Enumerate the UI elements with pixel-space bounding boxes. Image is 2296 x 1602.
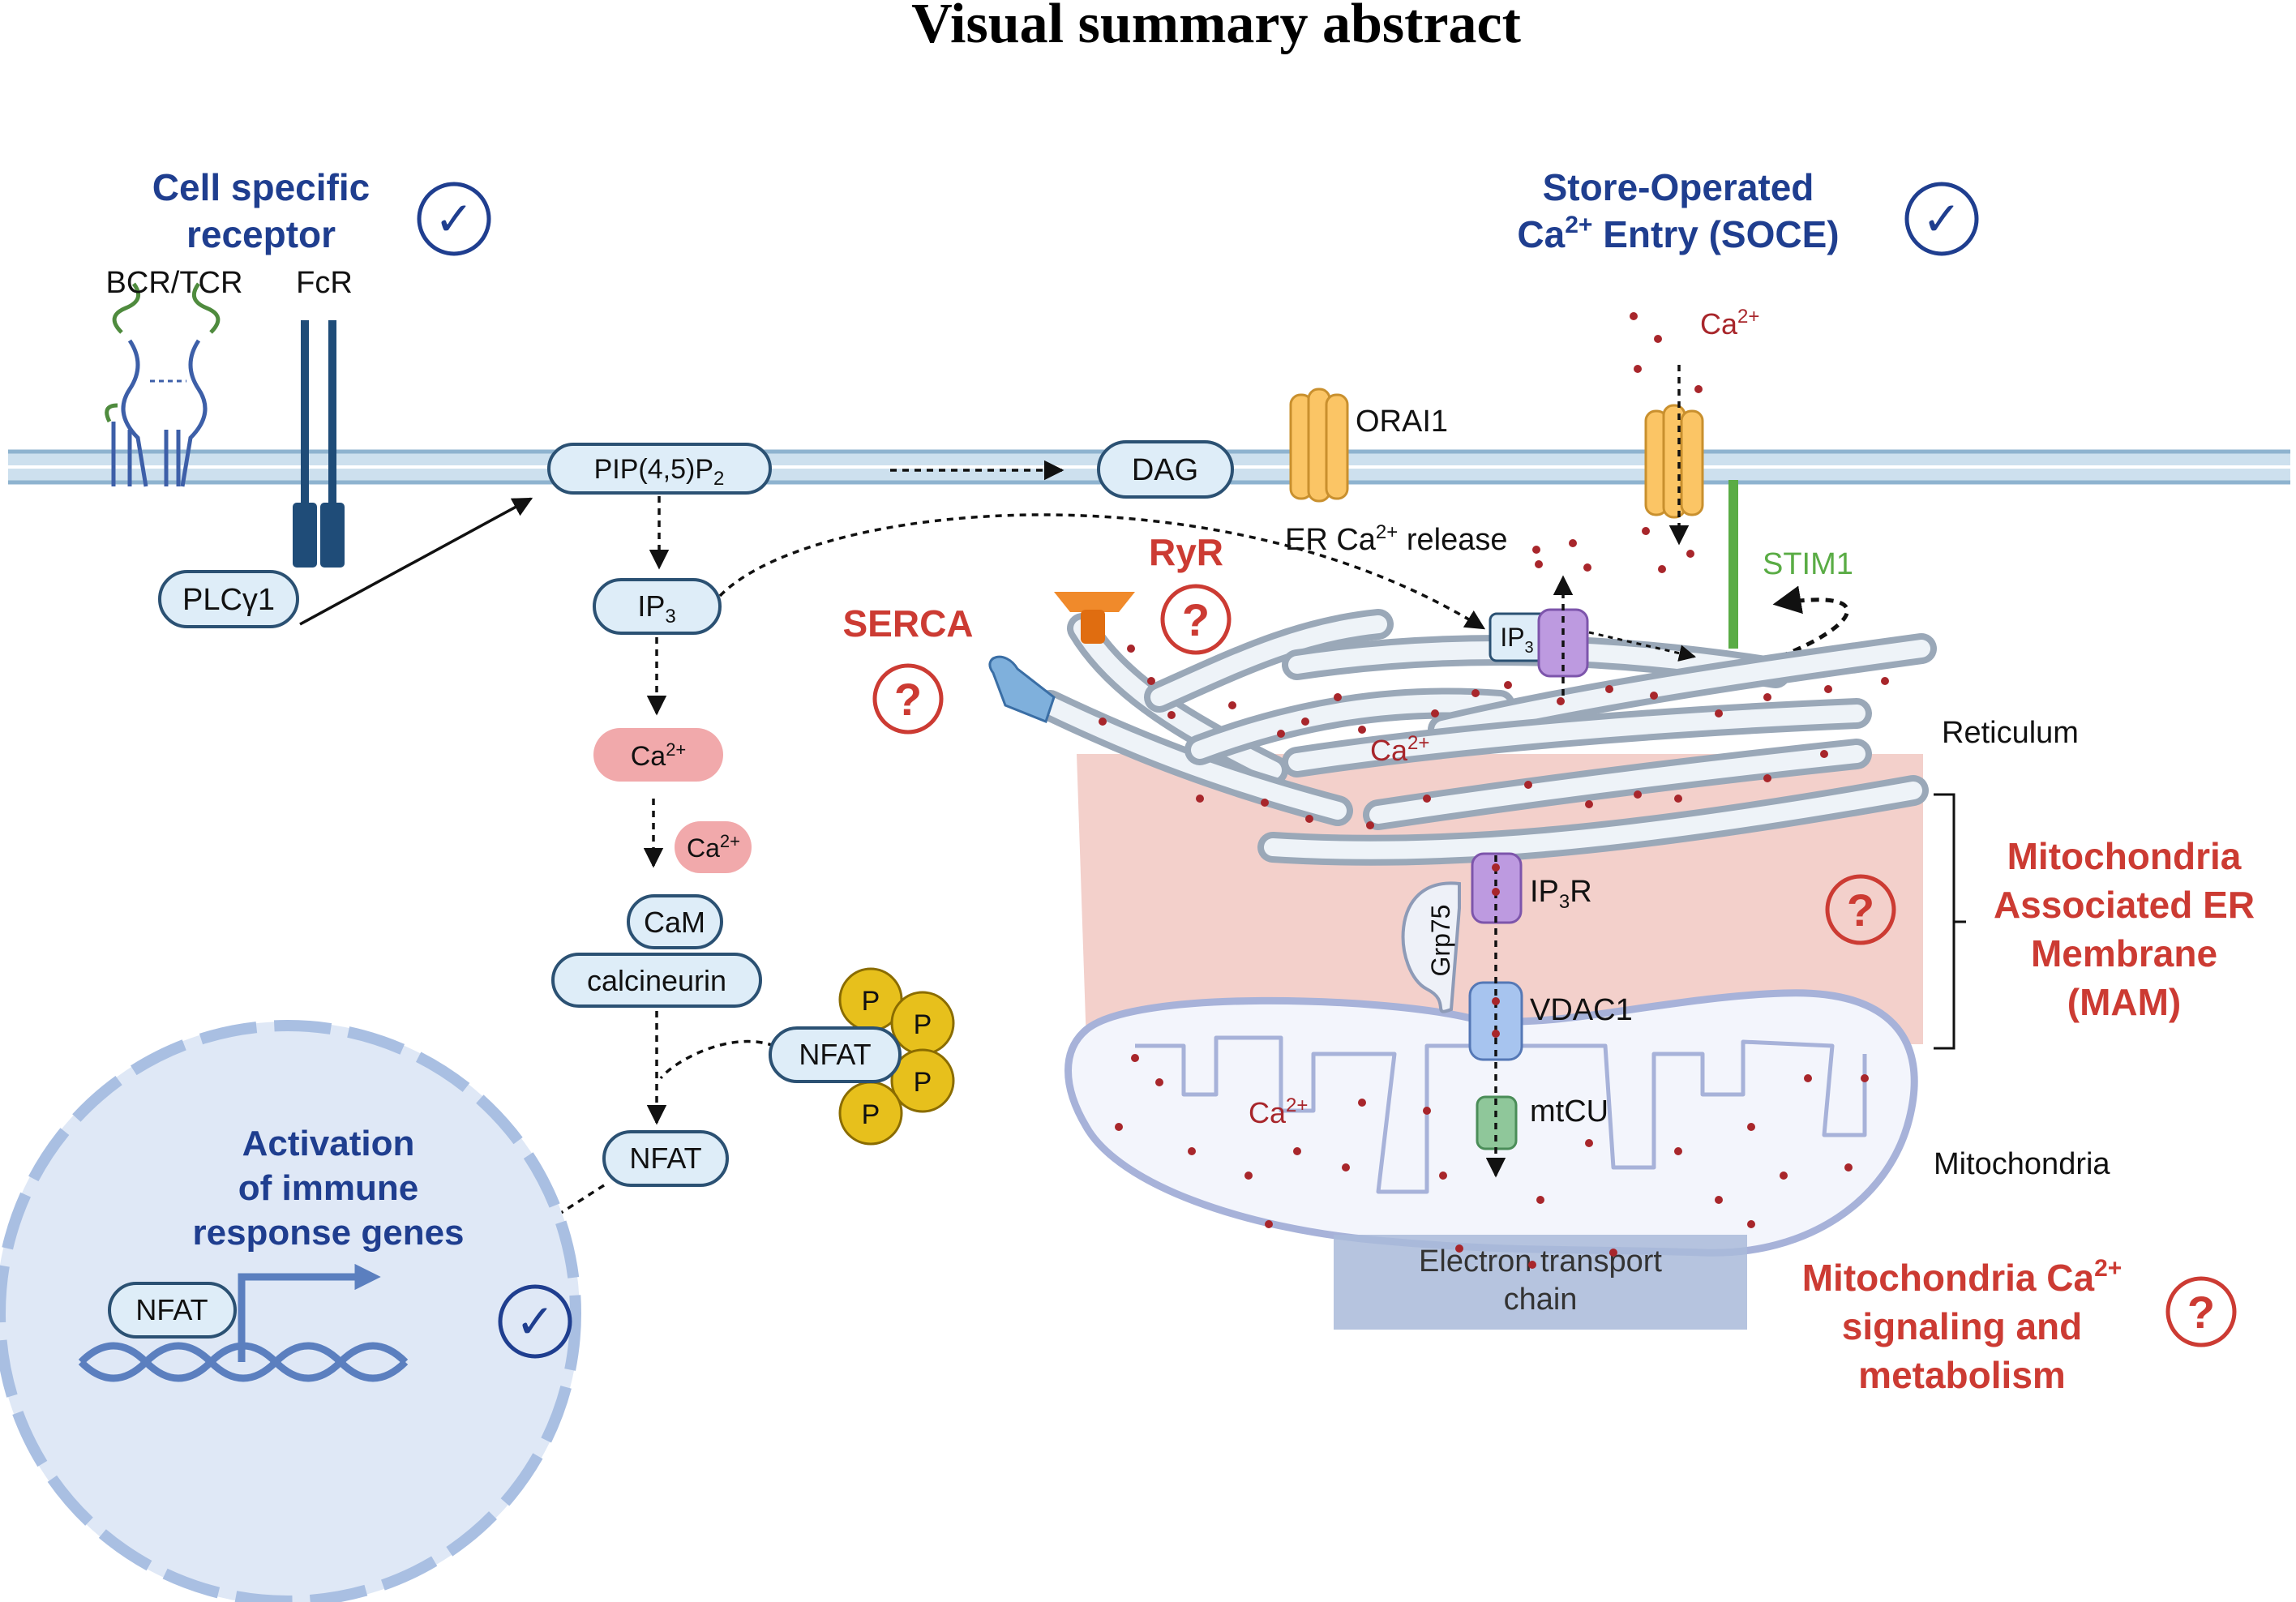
plcg1-node	[158, 570, 299, 628]
etc-label-line2: chain	[1504, 1283, 1578, 1317]
mito-heading-line1: Mitochondria Ca2+	[1802, 1255, 2123, 1299]
nfat-active-node	[602, 1130, 729, 1187]
electron-transport-chain-box	[1334, 1235, 1747, 1330]
orai1-channel-icon	[1289, 388, 1349, 503]
phospho-groups: P P P P	[838, 967, 955, 1146]
er-ip3-label: IP3	[1500, 623, 1533, 657]
ip3-node	[593, 578, 722, 635]
mtcu-label: mtCU	[1530, 1094, 1608, 1129]
cytosolic-ca-label: Ca2+	[631, 739, 687, 772]
mito-question-icon: ?	[2165, 1276, 2237, 1347]
mam-bracket	[1934, 793, 1955, 1050]
ip3-label: IP3	[637, 589, 675, 628]
mito-heading-line3: metabolism	[1858, 1354, 2066, 1396]
activation-heading-line1: Activation	[242, 1124, 415, 1163]
transcription-arrow-icon	[238, 1263, 381, 1362]
mitochondria-label: Mitochondria	[1934, 1147, 2110, 1181]
ip3r-label: IP3R	[1530, 875, 1592, 913]
svg-text:?: ?	[1182, 594, 1210, 645]
svg-text:✓: ✓	[435, 193, 474, 246]
svg-text:?: ?	[1847, 885, 1874, 936]
title: Visual summary abstract	[911, 0, 1521, 55]
ip3r-to-stim1-arrow	[1588, 631, 1697, 662]
bcr-tcr-label: BCR/TCR	[106, 266, 243, 300]
svg-text:✓: ✓	[516, 1296, 555, 1348]
receptor-heading-line1: Cell specific	[152, 166, 370, 208]
dag-node	[1097, 440, 1234, 499]
soce-check-icon: ✓	[1904, 182, 1979, 256]
calcineurin-node	[551, 953, 762, 1008]
endoplasmic-reticulum	[1034, 609, 1937, 866]
nfat-phospho-label: NFAT	[799, 1038, 871, 1071]
cam-node	[627, 894, 723, 949]
dag-label: DAG	[1132, 453, 1198, 487]
svg-text:P: P	[914, 1067, 932, 1098]
orai1-soce-channel-icon	[1644, 404, 1704, 519]
soce-heading-line1: Store-Operated	[1543, 166, 1814, 208]
svg-text:P: P	[914, 1009, 932, 1040]
activation-heading-line3: response genes	[192, 1213, 464, 1253]
er-lumen-ca-label: Ca2+	[1370, 732, 1429, 767]
ip3-to-ip3r-arrow	[718, 513, 1486, 630]
orai1-label: ORAI1	[1356, 405, 1448, 439]
grp75-chaperone-icon	[1401, 881, 1461, 1013]
serca-question-icon: ?	[872, 663, 944, 735]
activation-heading-line2: of immune	[238, 1168, 418, 1208]
nfat-dephosphorylation-arrow	[659, 1039, 775, 1080]
nfat-nuclear-label: NFAT	[135, 1293, 208, 1326]
svg-text:✓: ✓	[1922, 193, 1962, 246]
mam-heading-line3: Membrane	[2031, 932, 2217, 974]
svg-text:?: ?	[2187, 1287, 2215, 1338]
activation-check-icon: ✓	[498, 1284, 572, 1359]
cytosolic-ca-node	[593, 728, 723, 782]
vdac1-label: VDAC1	[1530, 993, 1633, 1027]
stim1-label: STIM1	[1763, 547, 1853, 581]
serca-heading: SERCA	[842, 602, 973, 645]
calcineurin-label: calcineurin	[587, 964, 726, 997]
soce-heading-line2: Ca2+ Entry (SOCE)	[1517, 212, 1839, 255]
fcr-label: FcR	[296, 266, 353, 300]
fcr-receptor-icon	[293, 320, 345, 568]
calcium-ion-dots	[1099, 312, 1889, 1269]
receptor-check-icon: ✓	[417, 182, 491, 256]
nucleus	[0, 1020, 581, 1602]
pip2-node	[547, 443, 772, 495]
plcg1-label: PLCγ1	[182, 583, 275, 617]
mam-heading-line2: Associated ER	[1994, 884, 2255, 926]
pip2-label: PIP(4,5)P2	[594, 454, 725, 490]
mam-heading-line1: Mitochondria	[2007, 835, 2242, 877]
mam-heading-line4: (MAM)	[2067, 981, 2182, 1023]
ryr-question-icon: ?	[1160, 584, 1232, 655]
ryr-heading: RyR	[1149, 531, 1223, 573]
grp75-label: Grp75	[1426, 905, 1455, 977]
extracellular-ca-label: Ca2+	[1700, 306, 1759, 341]
er-ca-release-label: ER Ca2+ release	[1285, 521, 1508, 557]
plcg1-to-pip2-arrow	[299, 497, 533, 626]
svg-text:?: ?	[894, 674, 922, 725]
nfat-phospho-node	[769, 1026, 902, 1083]
receptor-heading-line2: receptor	[186, 213, 336, 255]
svg-text:P: P	[862, 1099, 880, 1130]
svg-text:P: P	[862, 986, 880, 1017]
ca-binding-node	[675, 821, 752, 873]
mam-question-icon: ?	[1825, 874, 1896, 945]
matrix-ca-label: Ca2+	[1249, 1094, 1308, 1129]
reticulum-label: Reticulum	[1942, 716, 2079, 750]
serca-pump-icon	[988, 655, 1056, 723]
mito-heading-line2: signaling and	[1842, 1305, 2082, 1347]
ryr-channel-icon	[1054, 592, 1135, 644]
cam-label: CaM	[644, 906, 705, 939]
ca-binding-label: Ca2+	[687, 831, 740, 863]
bcr-tcr-receptor-icon	[105, 282, 221, 487]
etc-label-line1: Electron transport	[1419, 1244, 1662, 1279]
nfat-active-label: NFAT	[629, 1142, 701, 1175]
stim1-activation-arrow	[1710, 585, 1849, 682]
nfat-nuclear-node	[108, 1282, 237, 1339]
